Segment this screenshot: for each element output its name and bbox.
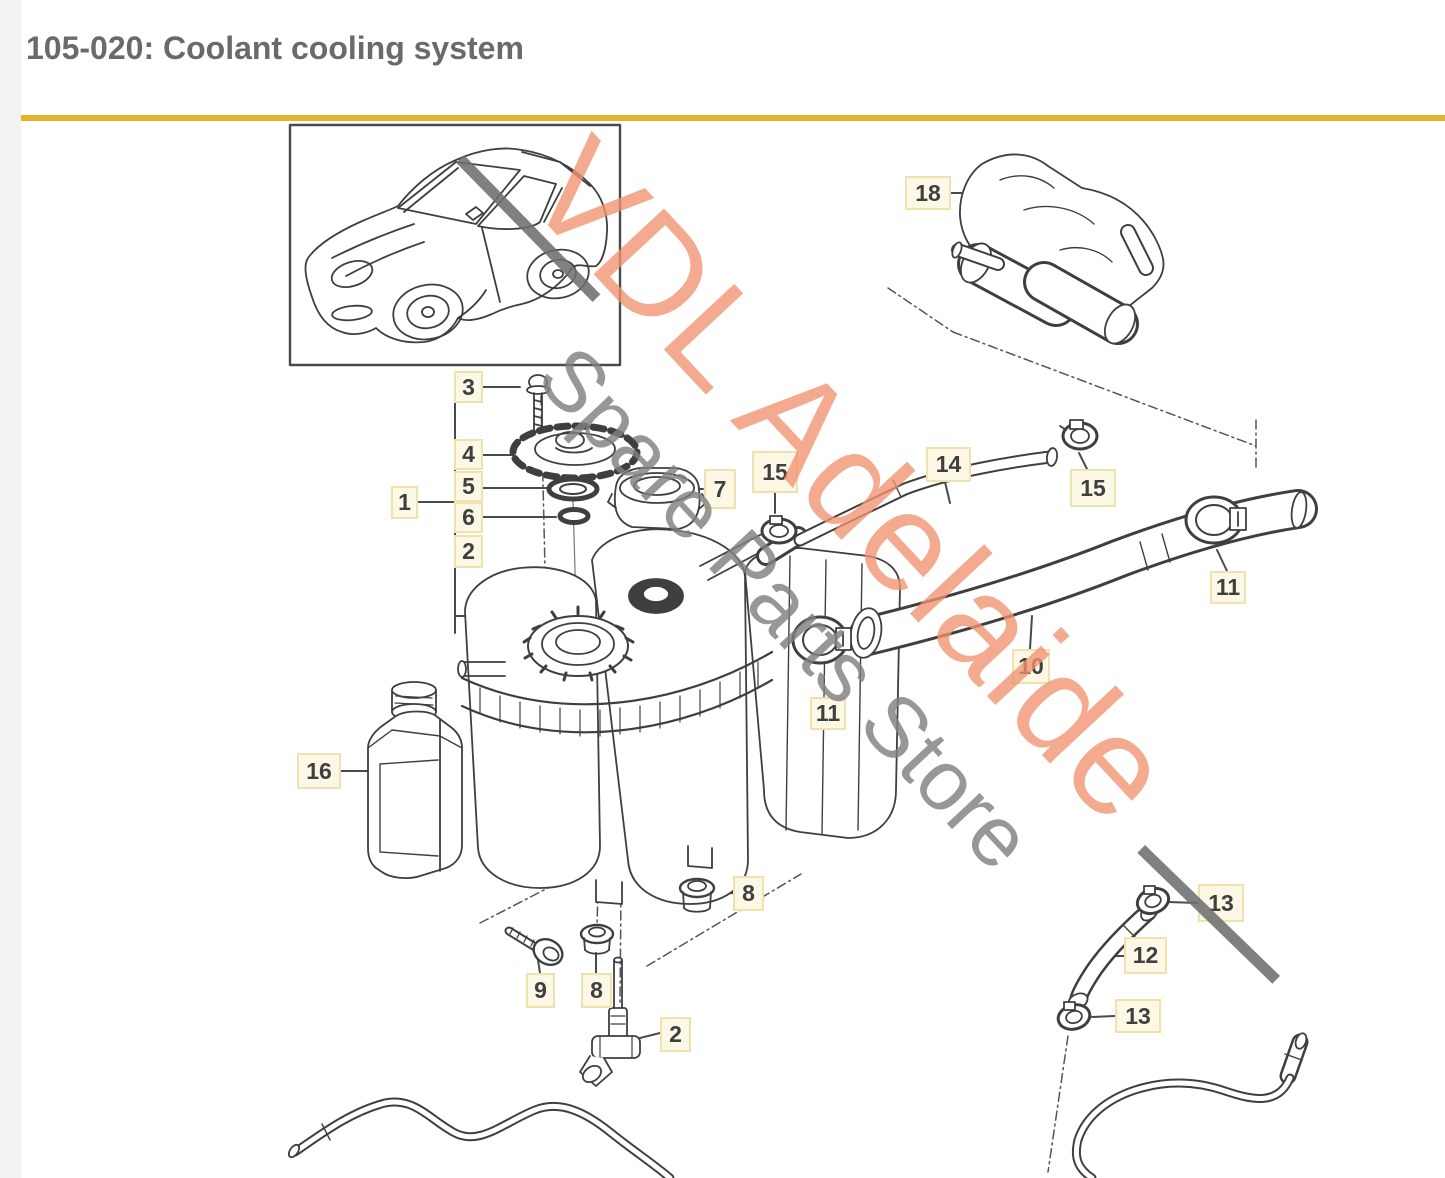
section-divider bbox=[21, 115, 1445, 121]
expansion-tank-part-1 bbox=[457, 528, 901, 905]
callout-16: 16 bbox=[297, 753, 341, 789]
vent-pipe-part-14 bbox=[793, 447, 1059, 547]
callout-13-bottom: 13 bbox=[1115, 999, 1161, 1033]
callout-2-bracket: 2 bbox=[454, 535, 483, 568]
callout-8-left: 8 bbox=[581, 973, 612, 1008]
left-gutter bbox=[0, 0, 21, 1178]
callout-10: 10 bbox=[1012, 649, 1050, 684]
coolant-bottle-part-16 bbox=[367, 681, 463, 879]
callout-1: 1 bbox=[391, 486, 418, 519]
callout-12: 12 bbox=[1124, 937, 1167, 974]
clamp-part-13-bottom bbox=[1056, 1001, 1092, 1031]
manifold-part-18 bbox=[951, 153, 1165, 345]
callout-15-left: 15 bbox=[752, 451, 798, 493]
callout-5: 5 bbox=[454, 471, 483, 502]
callout-9: 9 bbox=[526, 973, 555, 1008]
seal-ring-part-5 bbox=[546, 476, 600, 502]
clamp-part-15-left bbox=[756, 515, 808, 566]
clamp-part-15-right bbox=[1059, 419, 1099, 451]
level-sensor-part-2 bbox=[579, 956, 641, 1087]
callout-6: 6 bbox=[454, 502, 483, 533]
clamp-part-13-top bbox=[1135, 885, 1171, 916]
pressure-cap-part-4 bbox=[509, 422, 641, 482]
callout-15-right: 15 bbox=[1070, 469, 1116, 507]
page-title: 105-020: Coolant cooling system bbox=[26, 30, 524, 66]
car-illustration bbox=[304, 147, 608, 344]
bolt-part-3 bbox=[526, 374, 550, 435]
callout-3: 3 bbox=[454, 371, 483, 403]
callout-2-sensor: 2 bbox=[660, 1017, 691, 1052]
callout-11-left: 11 bbox=[810, 697, 846, 730]
callout-18: 18 bbox=[905, 176, 951, 210]
clamp-part-11-left bbox=[791, 615, 852, 665]
callout-8-right: 8 bbox=[733, 876, 764, 911]
callout-11-right: 11 bbox=[1210, 571, 1246, 604]
o-ring-part-6 bbox=[557, 507, 591, 525]
callout-7: 7 bbox=[704, 469, 736, 509]
cap-part-7 bbox=[607, 467, 708, 530]
return-hose-bottom-right bbox=[1071, 1032, 1309, 1178]
callout-4: 4 bbox=[454, 439, 483, 470]
clamp-part-11-right bbox=[1184, 495, 1247, 545]
grommet-part-8-right bbox=[678, 877, 716, 913]
grommet-part-8-left bbox=[579, 923, 615, 955]
bolt-part-9 bbox=[504, 926, 564, 967]
callout-14: 14 bbox=[926, 447, 971, 482]
hose-bottom-left bbox=[287, 1097, 675, 1178]
